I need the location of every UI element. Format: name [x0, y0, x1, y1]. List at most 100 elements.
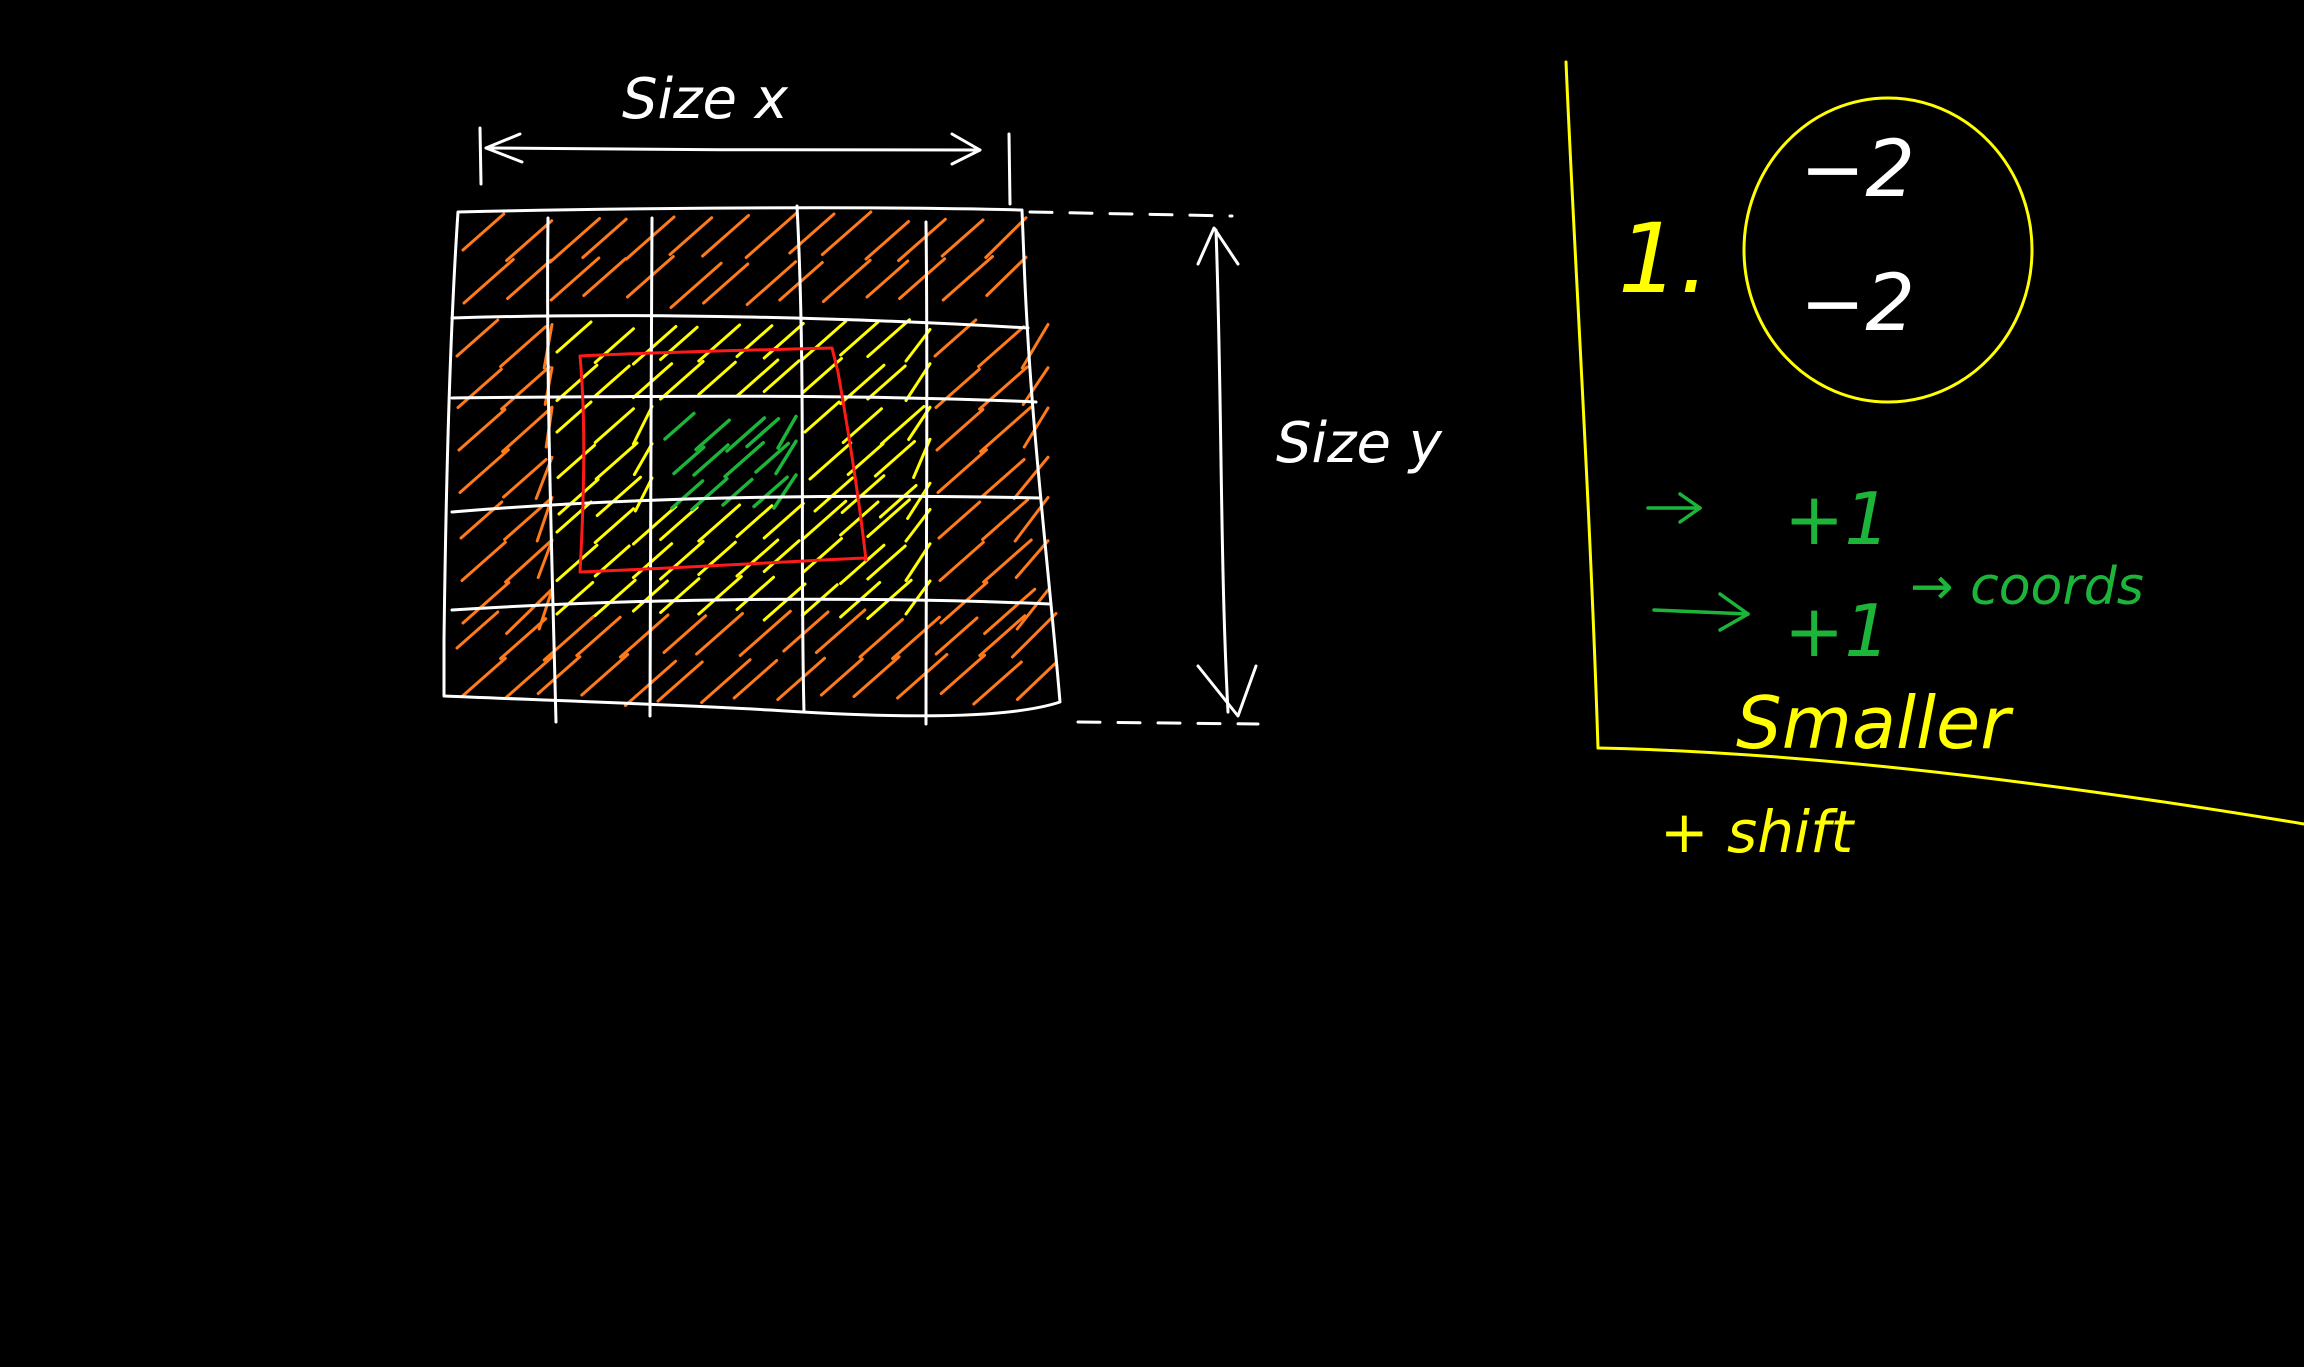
middle-hatch-stroke	[839, 543, 886, 585]
outer-hatch-stroke	[582, 257, 627, 297]
center-hatch-stroke	[776, 414, 798, 450]
outer-hatch-stroke	[702, 262, 750, 305]
middle-hatch-stroke	[762, 582, 807, 622]
outer-hatch-stroke	[820, 210, 873, 256]
grid-vline-2	[648, 216, 654, 718]
middle-hatch-stroke	[555, 400, 593, 434]
outer-hatch-stroke	[935, 408, 985, 452]
outer-hatch-stroke	[1010, 612, 1058, 659]
middle-hatch-stroke	[555, 363, 599, 402]
outer-hatch-stroke	[501, 405, 554, 453]
outer-hatch-stroke	[981, 498, 1030, 541]
middle-hatch-stroke	[632, 442, 654, 476]
outer-hatch-stroke	[939, 653, 987, 695]
size-y-arrow-line	[1214, 228, 1230, 714]
outer-hatch-stroke	[934, 616, 979, 656]
middle-hatch-stroke	[631, 325, 678, 366]
center-hatch-stroke	[752, 475, 789, 509]
middle-hatch-stroke	[800, 319, 848, 361]
middle-hatch-stroke	[697, 323, 742, 363]
middle-hatch-stroke	[593, 407, 635, 444]
middle-hatch-stroke	[555, 543, 599, 582]
grid-vline-3	[795, 204, 806, 714]
middle-hatch-stroke	[593, 364, 631, 398]
grid-hline-3	[450, 494, 1042, 514]
middle-hatch-stroke	[697, 503, 742, 543]
outer-hatch-stroke	[700, 658, 752, 704]
outer-hatch-stroke	[1020, 323, 1050, 370]
center-hatch-stroke	[723, 441, 765, 479]
middle-hatch-stroke	[839, 500, 880, 537]
outer-hatch-stroke	[936, 448, 988, 494]
outer-hatch-stroke	[897, 217, 947, 262]
outer-hatch-stroke	[580, 653, 630, 697]
outer-hatch-stroke	[499, 325, 548, 368]
middle-hatch-stroke	[659, 577, 701, 614]
middle-hatch-stroke	[593, 578, 637, 617]
outer-hatch-stroke	[548, 217, 601, 264]
inner-region-outline	[578, 346, 868, 574]
outer-hatch-stroke	[1021, 366, 1050, 406]
outer-hatch-stroke	[455, 318, 500, 358]
center-hatch-stroke	[694, 418, 731, 452]
middle-hatch-stroke	[813, 476, 854, 513]
middle-hatch-stroke	[595, 475, 643, 517]
center-hatch-stroke	[772, 473, 798, 510]
smaller-note: Smaller	[1736, 681, 2014, 765]
outer-ring-hatching	[455, 210, 1058, 707]
size-x-arrow-line	[484, 146, 982, 152]
outer-hatch-stroke	[938, 540, 985, 582]
middle-hatch-stroke	[735, 504, 774, 538]
center-hatch-stroke	[672, 445, 706, 476]
outer-hatch-stroke	[978, 365, 1029, 411]
outer-hatch-stroke	[669, 261, 723, 309]
outer-hatch-stroke	[972, 660, 1023, 706]
outer-hatch-stroke	[502, 458, 548, 499]
outer-hatch-stroke	[536, 539, 554, 579]
middle-hatch-stroke	[631, 405, 654, 446]
outer-hatch-stroke	[695, 612, 744, 656]
outer-hatch-stroke	[788, 212, 836, 255]
size-x-arrowhead-left	[484, 132, 524, 164]
outer-hatch-stroke	[499, 617, 548, 660]
outer-hatch-stroke	[738, 609, 792, 657]
outer-hatch-stroke	[456, 367, 503, 409]
shift-note: + shift	[1660, 798, 1856, 866]
size-y-arrowhead-bottom	[1196, 664, 1258, 718]
outer-hatch-stroke	[983, 587, 1037, 635]
outer-hatch-stroke	[744, 211, 798, 259]
middle-hatch-stroke	[762, 539, 801, 573]
middle-hatch-stroke	[631, 542, 674, 579]
middle-hatch-stroke	[866, 544, 907, 581]
outer-hatch-stroke	[1015, 588, 1050, 631]
size-x-arrowhead-right	[950, 132, 982, 166]
middle-hatch-stroke	[840, 474, 886, 514]
plus-y-arrow-shaft	[1652, 608, 1750, 616]
middle-hatch-stroke	[659, 540, 705, 581]
outer-hatch-stroke	[1014, 539, 1050, 579]
outer-hatch-stroke	[506, 258, 553, 300]
grid-hline-4	[450, 597, 1052, 612]
outer-hatch-stroke	[864, 220, 910, 261]
outer-hatch-stroke	[455, 610, 500, 650]
outer-hatch-stroke	[461, 581, 511, 625]
notes-panel-border	[1564, 60, 2304, 826]
middle-hatch-stroke	[866, 364, 907, 401]
outer-hatch-stroke	[458, 448, 510, 494]
middle-hatch-stroke	[697, 360, 737, 396]
middle-hatch-stroke	[557, 478, 600, 516]
outer-hatch-stroke	[457, 408, 507, 452]
outer-hatch-stroke	[505, 219, 554, 262]
middle-hatch-stroke	[803, 400, 841, 434]
center-hatch-stroke	[663, 411, 696, 441]
middle-hatch-stroke	[762, 502, 805, 540]
outer-hatch-stroke	[898, 257, 947, 300]
middle-hatch-stroke	[659, 325, 699, 361]
size-y-arrowhead-top	[1196, 226, 1240, 266]
minus-x-value: −2	[1800, 125, 1915, 215]
center-hatch-stroke	[690, 477, 729, 512]
cell-grid	[442, 204, 1062, 726]
middle-hatch-stroke	[735, 538, 780, 578]
plus-y-arrow	[1652, 592, 1750, 632]
middle-hatch-stroke	[800, 499, 848, 541]
